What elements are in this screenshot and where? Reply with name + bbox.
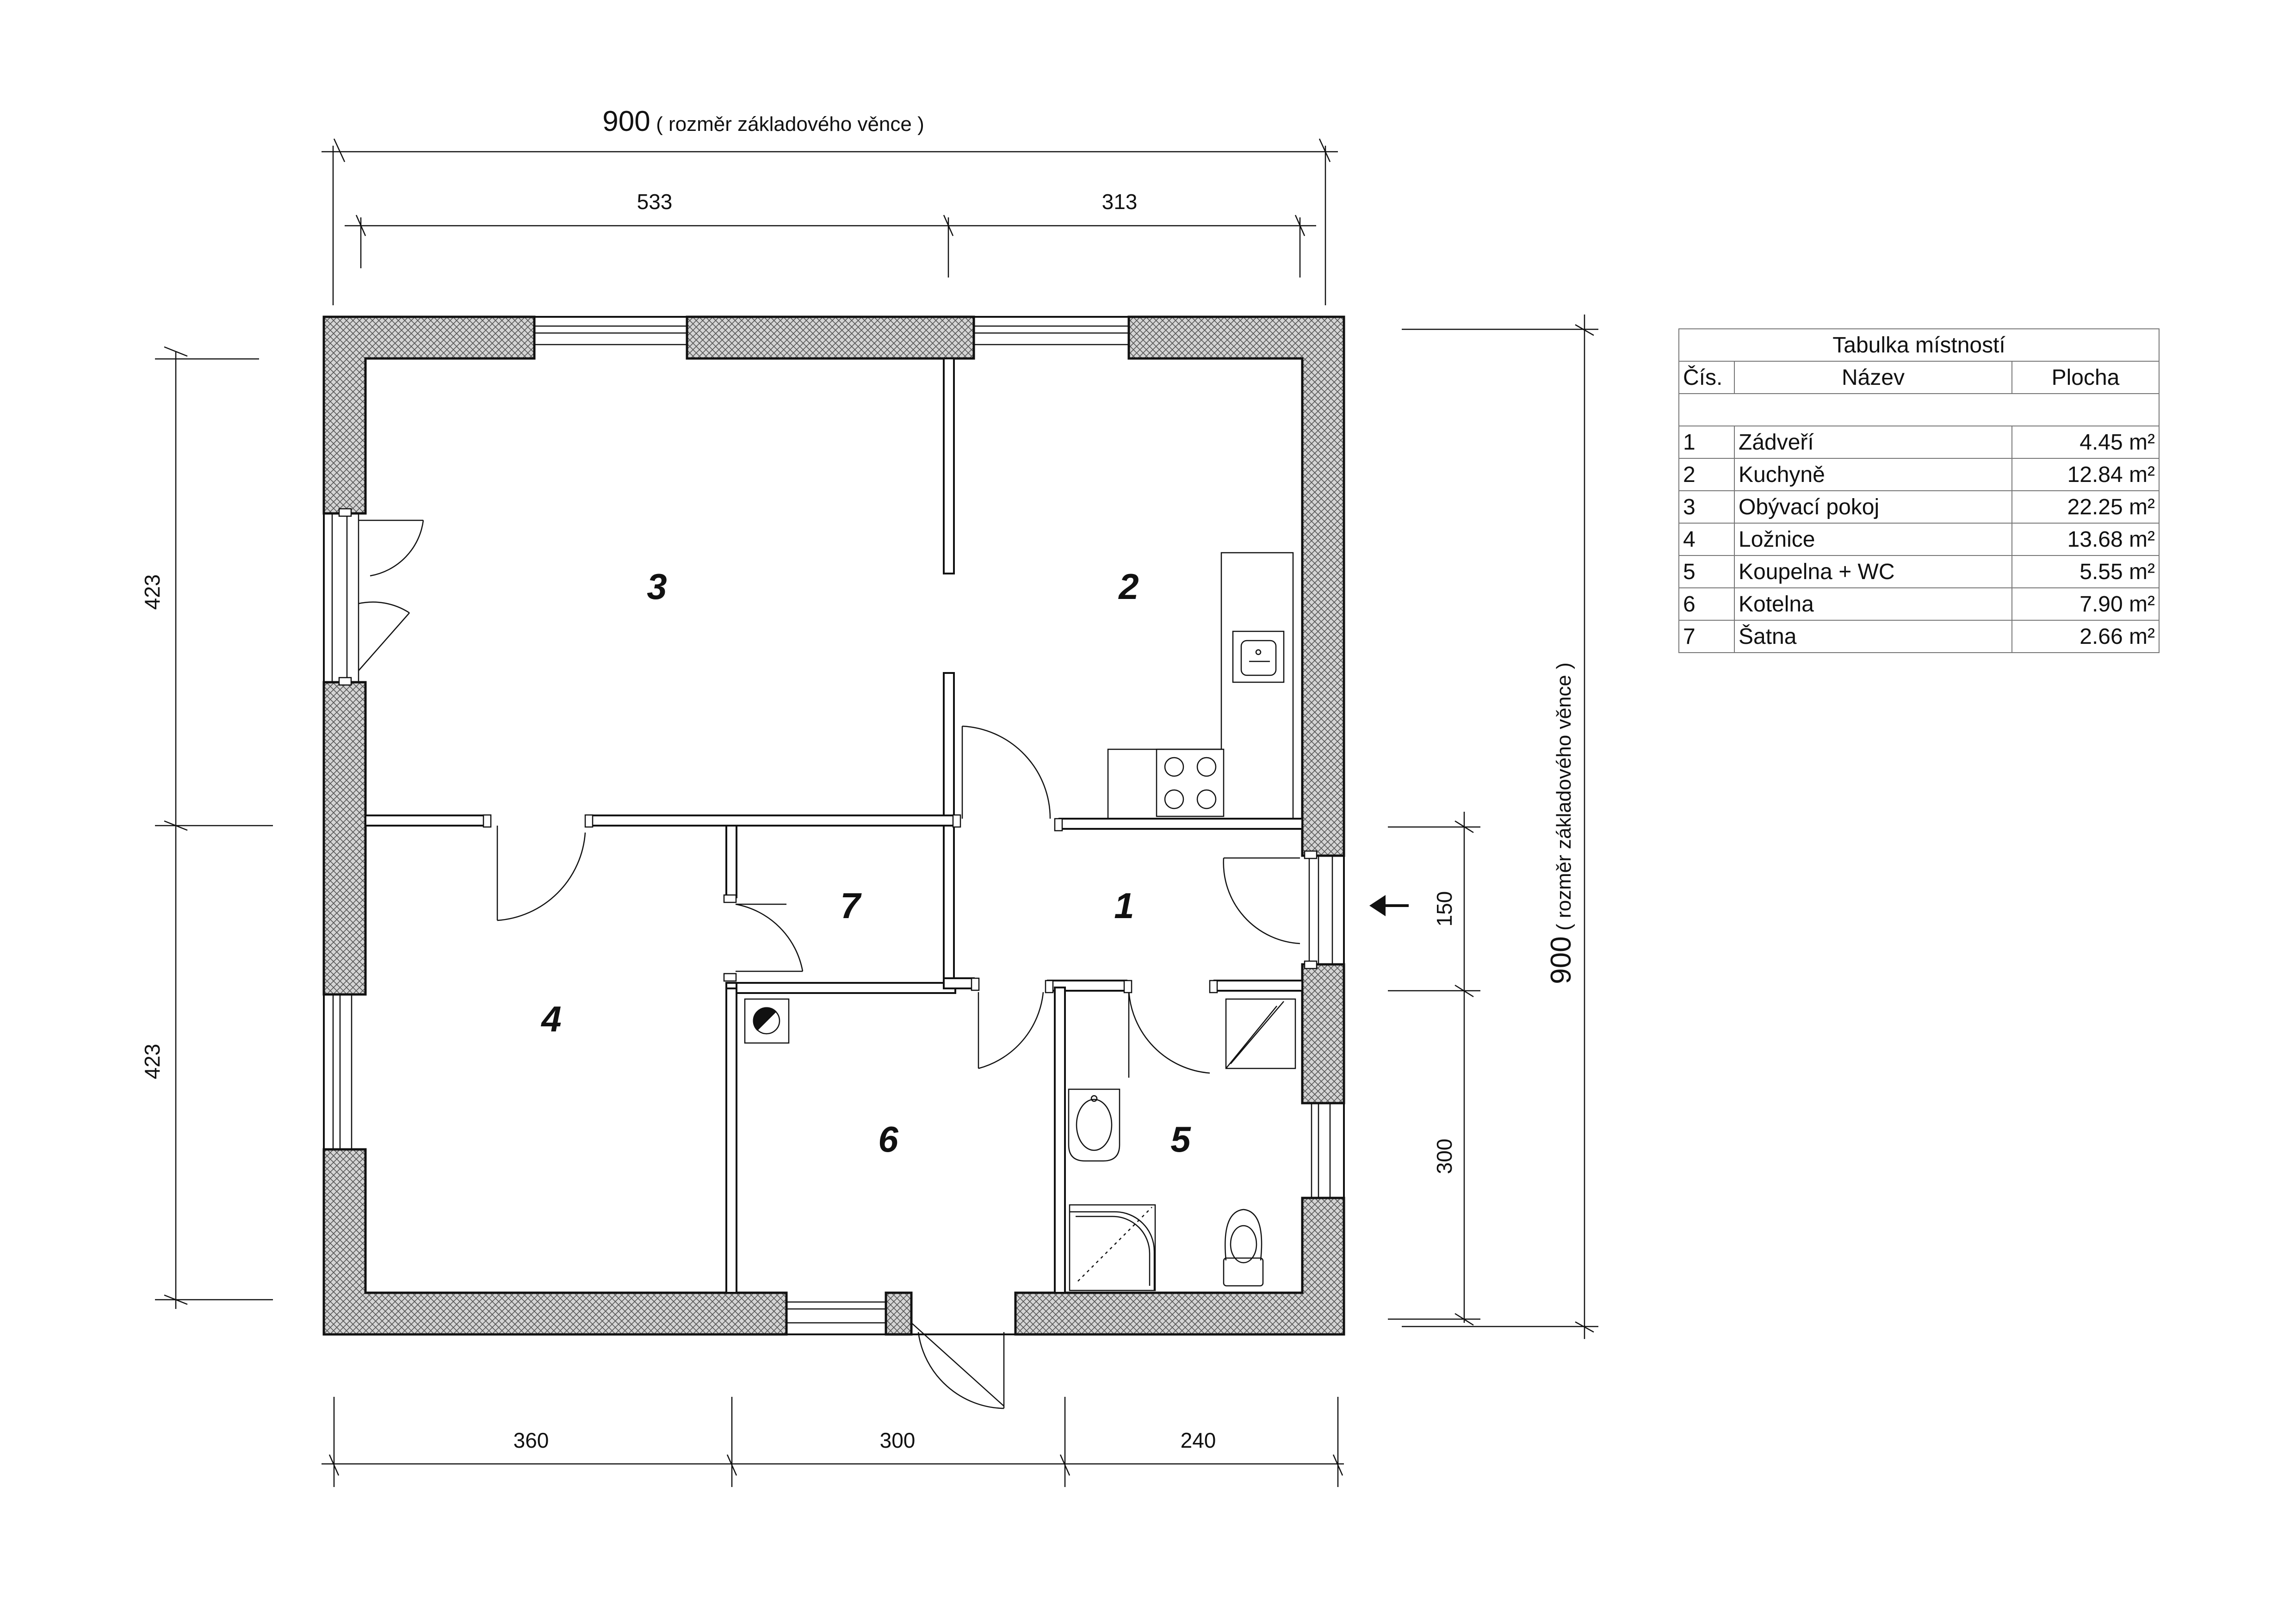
row-name: Šatna <box>1734 620 2012 653</box>
dim-top-1: 533 <box>637 190 673 214</box>
dim-right-2: 300 <box>1432 1139 1456 1174</box>
room-number-4: 4 <box>540 999 561 1039</box>
entrance-arrow-icon <box>1369 895 1409 916</box>
windows <box>331 325 1333 1324</box>
row-number: 2 <box>1678 458 1735 491</box>
room-number-1: 1 <box>1114 885 1134 926</box>
dim-bottom-3: 240 <box>1181 1428 1216 1452</box>
row-number: 1 <box>1678 426 1735 459</box>
row-name: Ložnice <box>1734 523 2012 556</box>
row-area: 2.66 m² <box>2011 620 2160 653</box>
row-area: 22.25 m² <box>2011 490 2160 524</box>
room-number-2: 2 <box>1118 566 1139 607</box>
row-area: 4.45 m² <box>2011 426 2160 459</box>
dim-top-2: 313 <box>1102 190 1138 214</box>
boiler-icon <box>744 998 790 1044</box>
table-row: 2 Kuchyně 12.84 m² <box>1678 458 2160 491</box>
stove-icon <box>1156 748 1225 817</box>
row-number: 6 <box>1678 587 1735 621</box>
interior-walls <box>365 358 1303 1294</box>
dim-bottom-1: 360 <box>514 1428 549 1452</box>
room-number-3: 3 <box>647 566 667 607</box>
dim-overall-right: 900 ( rozměr základového věnce ) <box>1545 662 1577 984</box>
row-number: 3 <box>1678 490 1735 524</box>
dim-bottom-2: 300 <box>880 1428 916 1452</box>
dim-overall-top: 900 ( rozměr základového věnce ) <box>602 105 924 137</box>
dim-right-1: 150 <box>1432 891 1456 927</box>
row-number: 7 <box>1678 620 1735 653</box>
room-table-header: Čís. Název Plocha <box>1678 361 2160 394</box>
dimension-lines <box>155 138 1598 1487</box>
room-number-5: 5 <box>1170 1119 1191 1160</box>
sink-icon <box>1232 630 1285 683</box>
row-area: 7.90 m² <box>2011 587 2160 621</box>
row-number: 5 <box>1678 555 1735 588</box>
row-number: 4 <box>1678 523 1735 556</box>
doors <box>358 519 1300 1409</box>
room-number-7: 7 <box>840 885 862 926</box>
shower-icon <box>1069 1204 1156 1291</box>
row-name: Koupelna + WC <box>1734 555 2012 588</box>
row-area: 5.55 m² <box>2011 555 2160 588</box>
table-row: 5 Koupelna + WC 5.55 m² <box>1678 555 2160 588</box>
room-number-6: 6 <box>878 1119 898 1160</box>
shower-tray-icon <box>1225 998 1296 1069</box>
row-name: Zádveří <box>1734 426 2012 459</box>
dim-left-1: 423 <box>140 574 164 610</box>
row-area: 13.68 m² <box>2011 523 2160 556</box>
row-name: Kotelna <box>1734 587 2012 621</box>
room-table: Tabulka místností Čís. Název Plocha 1 Zá… <box>1678 328 2160 653</box>
dim-left-2: 423 <box>140 1044 164 1080</box>
table-row: 7 Šatna 2.66 m² <box>1678 620 2160 653</box>
row-name: Obývací pokoj <box>1734 490 2012 524</box>
table-row: 6 Kotelna 7.90 m² <box>1678 587 2160 621</box>
exterior-walls <box>322 315 1345 1336</box>
washbasin-icon <box>1068 1088 1120 1162</box>
room-table-title: Tabulka místností <box>1678 328 2160 362</box>
table-row: 4 Ložnice 13.68 m² <box>1678 523 2160 556</box>
header-number: Čís. <box>1678 361 1735 394</box>
row-area: 12.84 m² <box>2011 458 2160 491</box>
table-row: 1 Zádveří 4.45 m² <box>1678 426 2160 459</box>
header-name: Název <box>1734 361 2012 394</box>
row-name: Kuchyně <box>1734 458 2012 491</box>
table-row: 3 Obývací pokoj 22.25 m² <box>1678 490 2160 524</box>
toilet-icon <box>1223 1209 1264 1287</box>
door-posts <box>338 508 1318 994</box>
header-area: Plocha <box>2011 361 2160 394</box>
